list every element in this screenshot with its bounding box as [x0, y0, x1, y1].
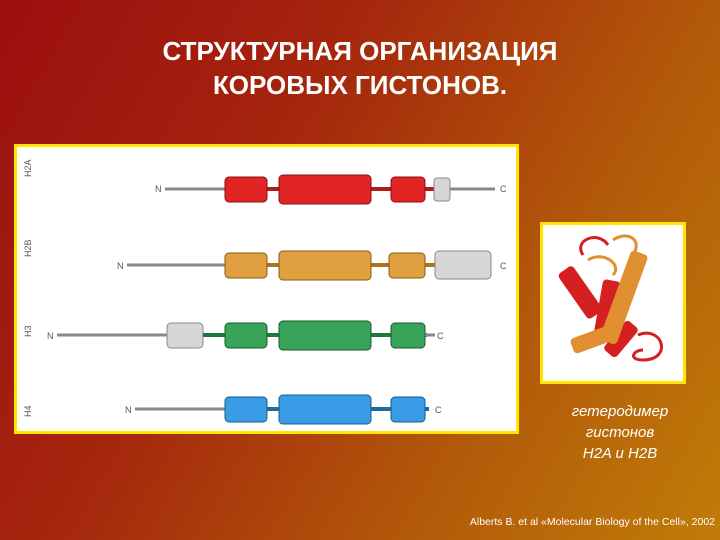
c-terminus-label-h2b: C: [500, 261, 507, 271]
heterodimer-structure-image: [540, 222, 686, 384]
helix-ac-h2b: [434, 250, 492, 280]
n-terminus-label-h3: N: [47, 331, 54, 341]
helix-a2-h2a: [278, 174, 372, 205]
histone-domain-svg: H2A N C H2B N C H3 N: [23, 159, 507, 425]
histone-domain-diagram: H2A N C H2B N C H3 N: [14, 144, 519, 434]
heterodimer-ribbon-svg: [558, 234, 663, 362]
c-terminus-label-h3: C: [437, 331, 444, 341]
caption-line-3: H2A и H2B: [582, 445, 658, 462]
helix-a1-h2a: [224, 176, 268, 203]
n-terminus-label-h2b: N: [117, 261, 124, 271]
source-citation: Alberts B. et al «Molecular Biology of t…: [469, 516, 715, 528]
histone-name-h2a: H2A: [23, 159, 33, 177]
c-terminus-label-h2a: C: [500, 184, 507, 194]
helix-a1-h2b: [224, 252, 268, 279]
row-h2a: H2A N C: [23, 159, 507, 205]
histone-name-h3: H3: [23, 325, 33, 337]
helix-a3-h2b: [388, 252, 426, 279]
histone-name-h4: H4: [23, 405, 33, 417]
helix-a2-h4: [278, 394, 372, 425]
n-terminus-label-h2a: N: [155, 184, 162, 194]
row-h4: H4 N C: [23, 394, 442, 425]
helix-a1-h4: [224, 396, 268, 423]
helix-a3-h3: [390, 322, 426, 349]
caption-line-1: гетеродимер: [571, 403, 669, 420]
row-h2b: H2B N C: [23, 239, 507, 281]
heterodimer-caption: гетеродимер гистонов H2A и H2B: [530, 401, 710, 464]
helix-a1-h3: [224, 322, 268, 349]
helix-a3-h2a: [390, 176, 426, 203]
tail-helix-h2a: [433, 177, 451, 202]
helix-a2-h3: [278, 320, 372, 351]
h2b-ribbon: [570, 234, 648, 354]
h2a-ribbon: [558, 236, 663, 362]
helix-a3-h4: [390, 396, 426, 423]
title-line-1: СТРУКТУРНАЯ ОРГАНИЗАЦИЯ: [162, 36, 558, 66]
slide-title: СТРУКТУРНАЯ ОРГАНИЗАЦИЯ КОРОВЫХ ГИСТОНОВ…: [60, 34, 660, 102]
c-terminus-label-h4: C: [435, 405, 442, 415]
n-terminus-label-h4: N: [125, 405, 132, 415]
caption-line-2: гистонов: [585, 424, 655, 441]
row-h3: H3 N C: [23, 320, 444, 351]
helix-a2-h2b: [278, 250, 372, 281]
histone-name-h2b: H2B: [23, 239, 33, 257]
helix-an-h3: [166, 322, 204, 349]
title-line-2: КОРОВЫХ ГИСТОНОВ.: [212, 70, 508, 100]
